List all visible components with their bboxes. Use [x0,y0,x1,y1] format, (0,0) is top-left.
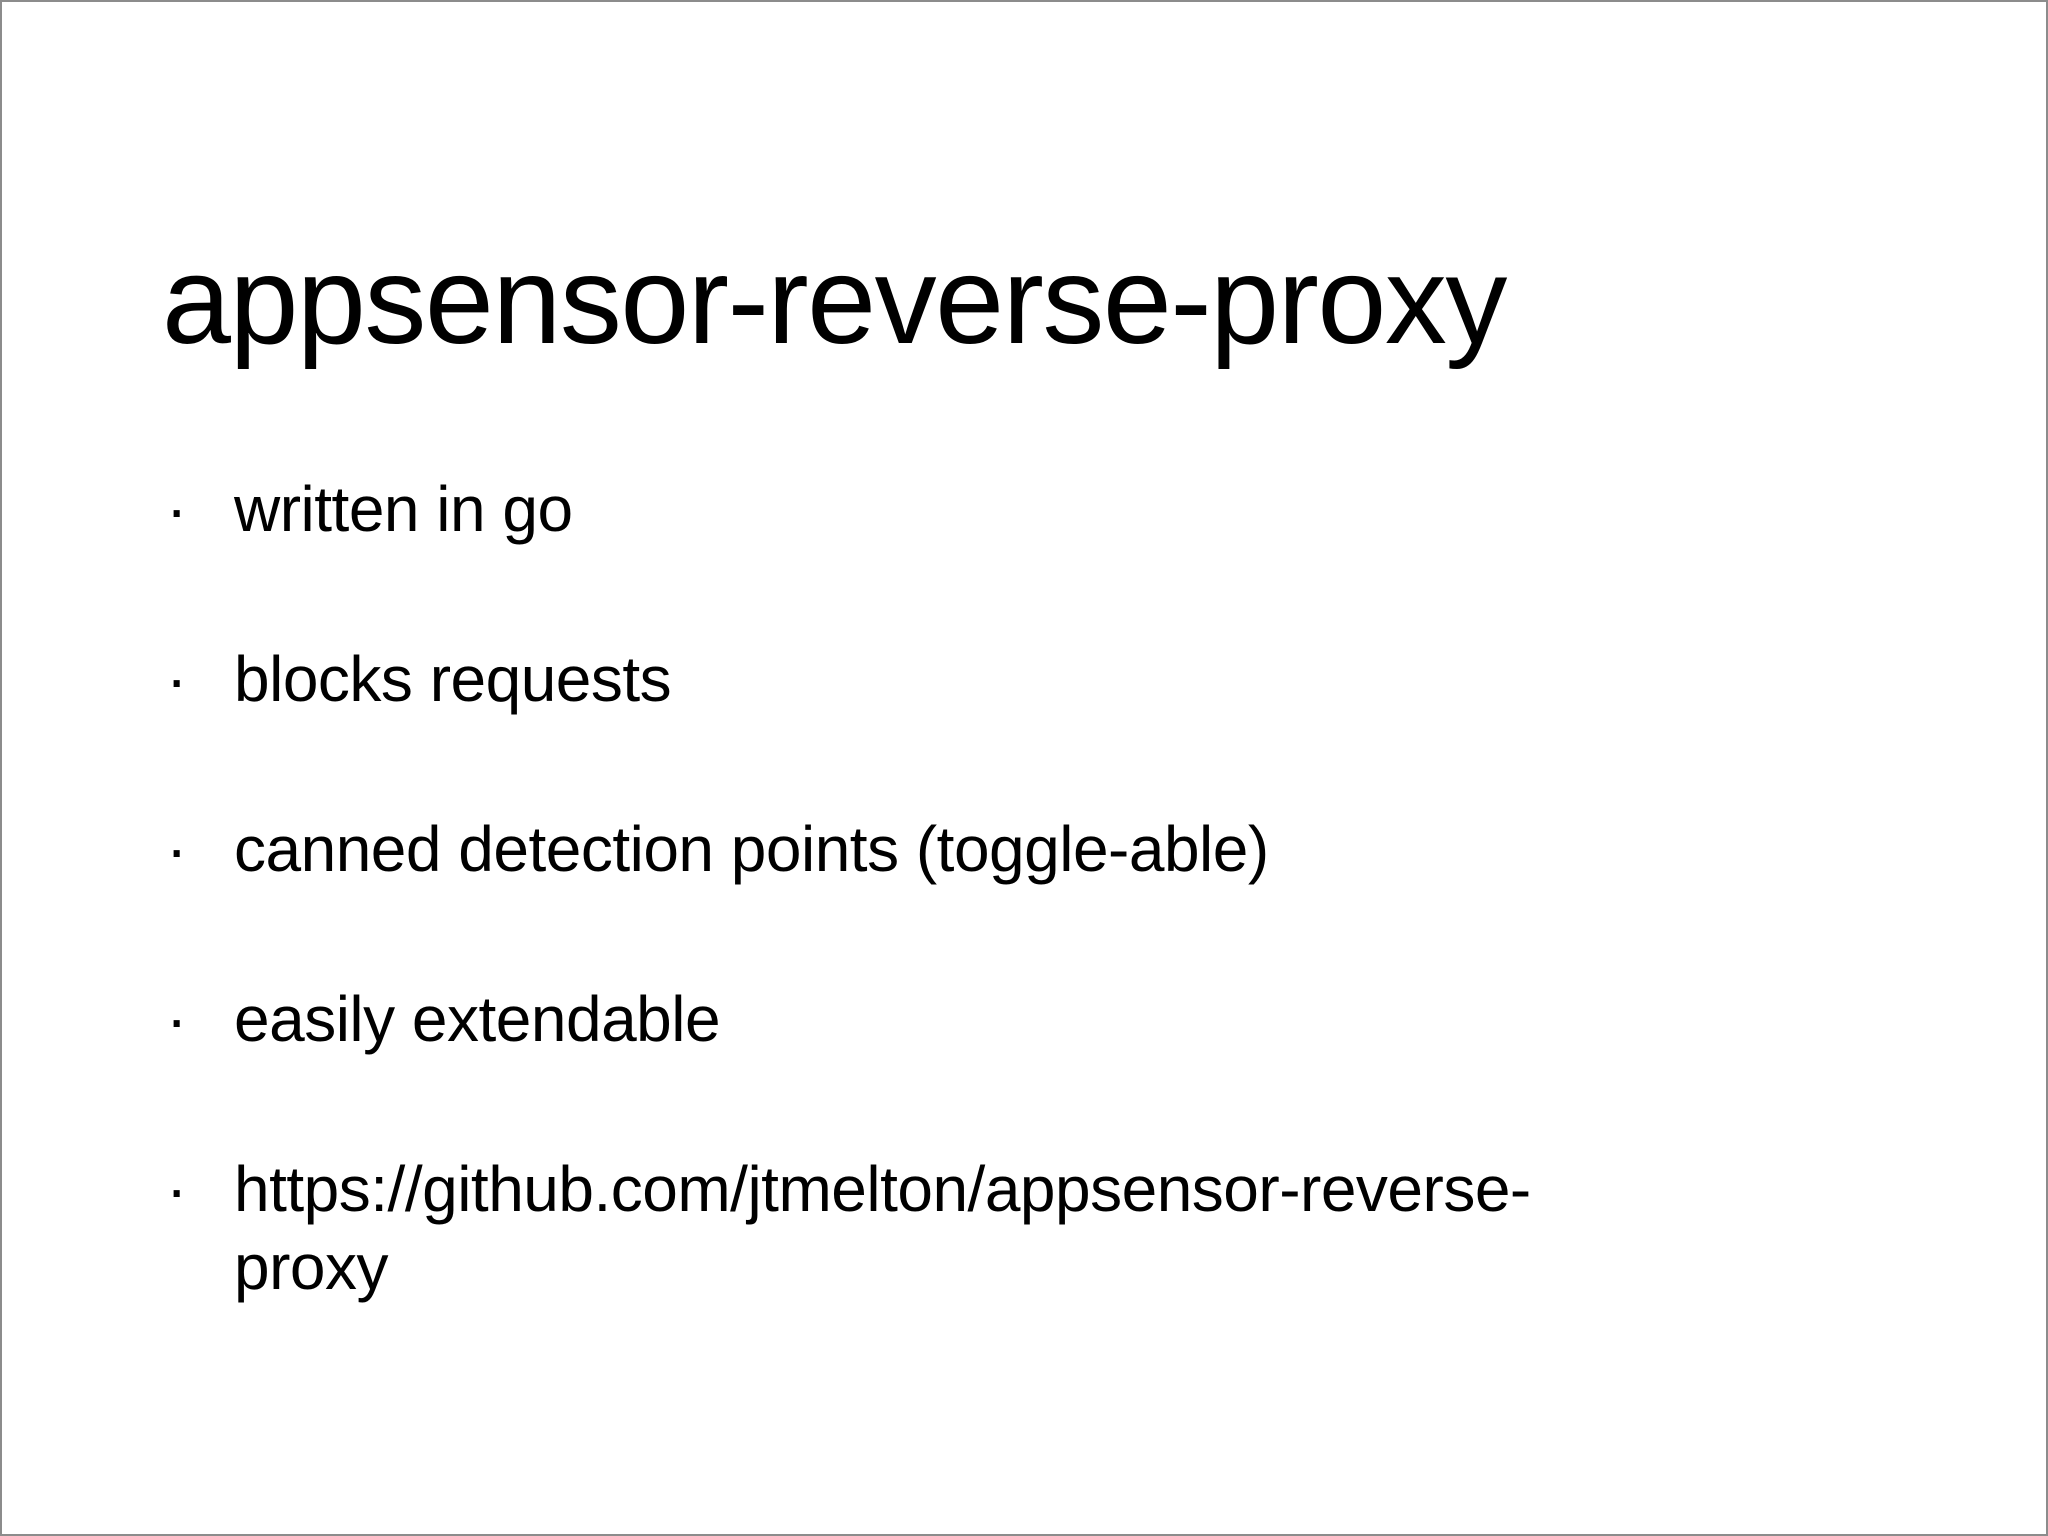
list-item-label: blocks requests [234,643,672,715]
bullet-dot-icon: · [166,643,187,715]
bullet-dot-icon: · [166,813,187,885]
list-item: · canned detection points (toggle-able) [162,810,1922,980]
list-item-label: written in go [234,473,573,545]
bullet-dot-icon: · [166,1153,187,1225]
bullet-dot-icon: · [166,983,187,1055]
page-title: appsensor-reverse-proxy [162,232,1507,371]
list-item: · blocks requests [162,640,1922,810]
bullet-list: · written in go · blocks requests · cann… [162,470,1922,1306]
repository-url-label[interactable]: https://github.com/jtmelton/appsensor-re… [234,1153,1531,1303]
list-item-label: canned detection points (toggle-able) [234,813,1269,885]
list-item: · easily extendable [162,980,1922,1150]
bullet-dot-icon: · [166,473,187,545]
list-item-link[interactable]: · https://github.com/jtmelton/appsensor-… [162,1150,1922,1306]
list-item-label: easily extendable [234,983,721,1055]
list-item: · written in go [162,470,1922,640]
